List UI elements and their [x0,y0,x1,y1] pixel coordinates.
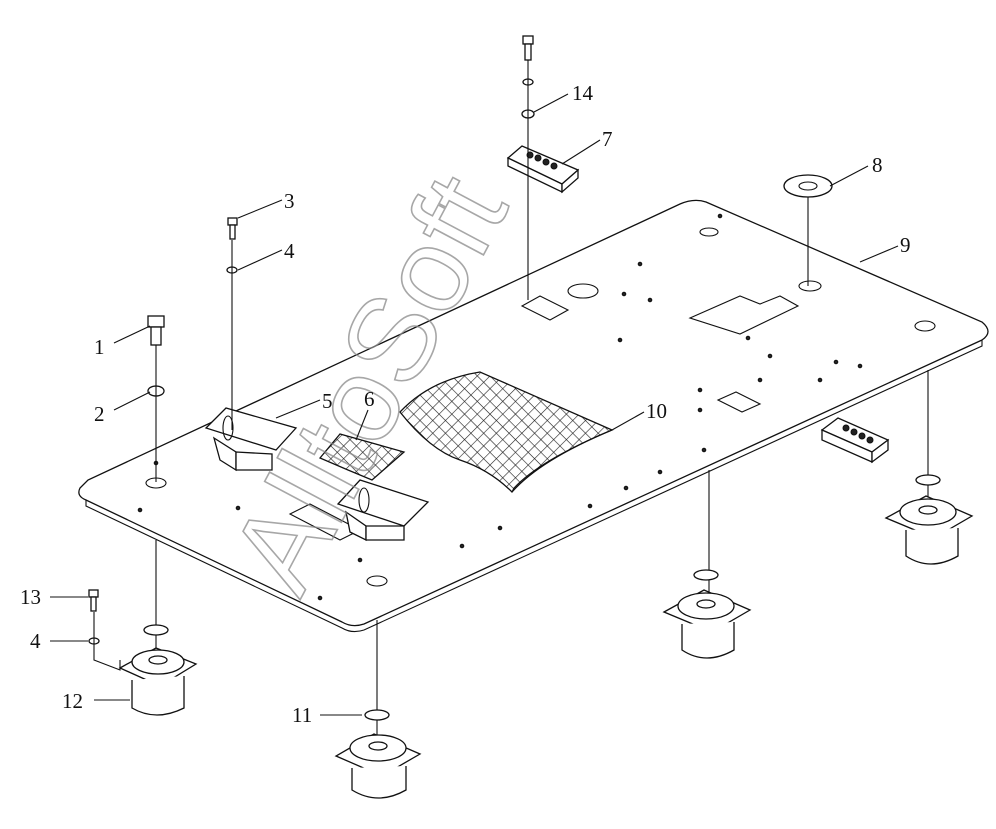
callout-1: 1 [94,335,105,359]
motor-bottom [334,620,422,799]
leader-lines [50,93,899,716]
bolt-3 [226,217,238,430]
callout-2: 2 [94,402,105,426]
callout-4-lower: 4 [30,629,41,653]
callout-4-upper: 4 [284,239,295,263]
mesh-mat [399,371,614,493]
callout-12: 12 [62,689,83,713]
callout-6: 6 [364,387,375,411]
callout-10: 10 [646,399,667,423]
callout-7: 7 [602,127,613,151]
mounting-bracket [204,407,298,472]
bolt-1 [147,315,165,482]
bolt-top [521,35,535,300]
callout-11: 11 [292,703,312,727]
motor-right [884,370,974,565]
callout-13: 13 [20,585,41,609]
terminal-block-right [820,417,890,464]
mesh-block [318,433,406,481]
motor-center [662,470,752,659]
grommet [783,174,833,286]
callout-5: 5 [322,389,333,413]
bolt-13 [88,589,121,671]
callout-8: 8 [872,153,883,177]
callout-3: 3 [284,189,295,213]
motor-left [118,540,198,716]
terminal-block [506,145,580,194]
callout-9: 9 [900,233,911,257]
center-bracket [336,479,430,542]
callout-14: 14 [572,81,594,105]
